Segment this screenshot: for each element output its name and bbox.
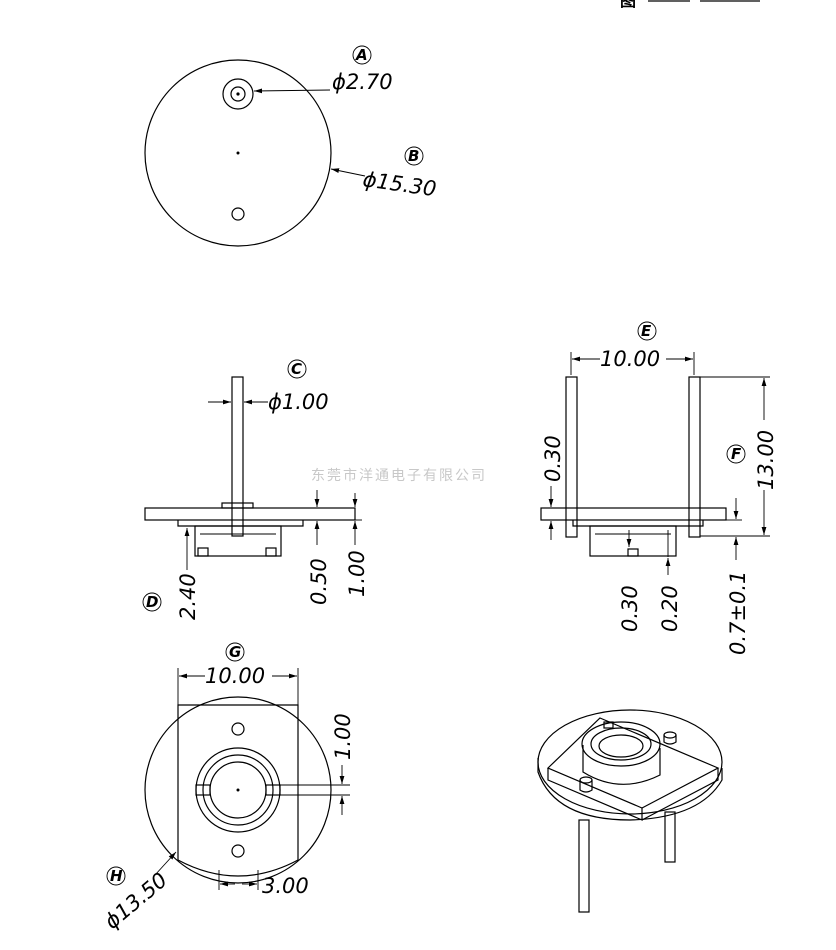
label-g-circle bbox=[225, 642, 245, 662]
bottom-hole-top bbox=[231, 722, 245, 736]
label-b: B bbox=[408, 147, 419, 165]
side-housing-notch-l bbox=[197, 547, 209, 557]
dim-b-text: ϕ15.30 bbox=[361, 167, 438, 201]
dim-g-text: 10.00 bbox=[205, 664, 265, 688]
label-e: E bbox=[641, 322, 652, 340]
label-d-circle bbox=[142, 592, 162, 612]
iso-cap-tab bbox=[603, 721, 614, 729]
dim-d-text: 2.40 bbox=[176, 573, 200, 620]
bottom-ring-mid bbox=[202, 754, 274, 826]
top-view: A ϕ2.70 B ϕ15.30 bbox=[144, 45, 438, 247]
iso-post-left bbox=[579, 776, 593, 784]
label-c: C bbox=[291, 360, 302, 378]
front-view: E 10.00 0.30 13.00 F 0.7±0.1 0.30 0.20 bbox=[540, 321, 778, 655]
dim-100s-text: 1.00 bbox=[345, 550, 369, 597]
front-pin-right bbox=[688, 376, 701, 538]
label-e-circle bbox=[637, 321, 657, 341]
iso-pin-left bbox=[578, 819, 590, 913]
header-fragment: 图 bbox=[620, 0, 636, 10]
label-c-circle bbox=[287, 359, 307, 379]
top-center-dot bbox=[236, 151, 240, 155]
front-base-plate bbox=[540, 507, 727, 521]
front-housing-slot bbox=[627, 548, 639, 557]
label-d: D bbox=[146, 593, 158, 611]
dim-a-text: ϕ2.70 bbox=[332, 70, 393, 94]
label-a-circle bbox=[352, 45, 372, 65]
label-g: G bbox=[229, 643, 241, 661]
bottom-flat-plate bbox=[177, 704, 299, 877]
iso-base-top bbox=[537, 709, 723, 815]
iso-cap-top bbox=[581, 721, 661, 767]
iso-post-left-body bbox=[579, 780, 593, 793]
dim-030b-text: 0.30 bbox=[618, 585, 642, 632]
dim-b-leader bbox=[330, 168, 366, 177]
side-pin bbox=[231, 376, 244, 537]
dim-300-text: 3.00 bbox=[262, 874, 309, 898]
bottom-view: G 10.00 1.00 3.00 ϕ13.50 H bbox=[100, 642, 355, 934]
iso-flat-plate bbox=[546, 717, 720, 809]
iso-post-right bbox=[663, 731, 677, 739]
top-window-outer bbox=[222, 78, 254, 110]
dim-030t-text: 0.30 bbox=[541, 435, 565, 482]
label-h-circle bbox=[106, 866, 126, 886]
bottom-outer-circle bbox=[144, 696, 332, 884]
top-window-center bbox=[236, 92, 240, 96]
dim-e-text: 10.00 bbox=[600, 347, 660, 371]
dim-f-text: 13.00 bbox=[754, 430, 778, 490]
side-housing-notch-r bbox=[265, 547, 277, 557]
dim-a-leader bbox=[253, 88, 331, 94]
side-view: C ϕ1.00 2.40 D 0.50 1.00 bbox=[142, 359, 369, 620]
iso-post-right-body bbox=[663, 735, 677, 745]
dim-050-text: 0.50 bbox=[307, 558, 331, 605]
label-b-circle bbox=[404, 146, 424, 166]
dim-c-text: ϕ1.00 bbox=[268, 390, 329, 414]
bottom-tab-right bbox=[265, 784, 281, 796]
iso-plate-edge-2 bbox=[641, 768, 719, 821]
dim-100b-text: 1.00 bbox=[331, 713, 355, 760]
isometric-view bbox=[537, 709, 723, 913]
front-step bbox=[572, 520, 704, 527]
bottom-hole-bottom bbox=[231, 844, 245, 858]
front-housing bbox=[589, 525, 677, 557]
iso-cap-body bbox=[582, 745, 661, 785]
dim-020-text: 0.20 bbox=[658, 585, 682, 632]
label-f-circle bbox=[726, 444, 746, 464]
iso-plate-edge bbox=[547, 768, 643, 821]
side-base-plate bbox=[144, 507, 356, 521]
dim-07-text: 0.7±0.1 bbox=[726, 571, 750, 655]
side-step bbox=[177, 520, 304, 527]
iso-pin-right bbox=[664, 811, 676, 863]
label-f: F bbox=[731, 445, 742, 463]
bottom-center-dot bbox=[236, 788, 240, 792]
label-h: H bbox=[110, 867, 123, 885]
iso-cap-window bbox=[598, 734, 644, 758]
iso-cap-ring bbox=[590, 727, 652, 761]
side-pin-collar bbox=[221, 502, 254, 509]
dim-h-leader bbox=[154, 851, 177, 876]
iso-base-side bbox=[537, 758, 723, 821]
top-small-hole bbox=[231, 207, 245, 221]
front-pin-left bbox=[565, 376, 578, 538]
top-window-inner bbox=[230, 86, 246, 102]
watermark: 东莞市洋通电子有限公司 bbox=[311, 467, 487, 484]
top-outer-circle bbox=[144, 59, 332, 247]
label-a: A bbox=[355, 46, 368, 64]
bottom-tab-left bbox=[195, 784, 211, 796]
side-housing bbox=[194, 525, 282, 557]
